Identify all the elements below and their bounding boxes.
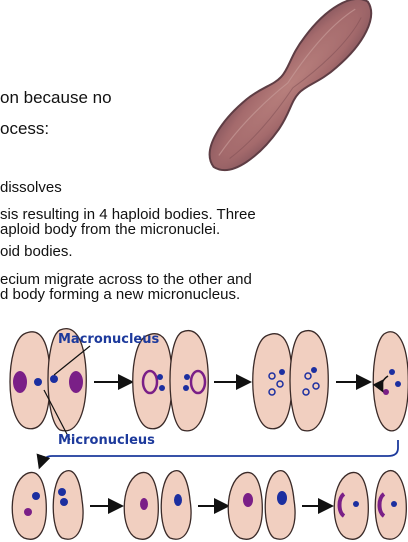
stage-8-pair xyxy=(334,471,406,540)
stage-6-pair xyxy=(124,471,191,540)
stage-5-pair xyxy=(12,471,83,540)
macronucleus-label: Macronucleus xyxy=(58,332,159,347)
stage-3-pair xyxy=(253,331,329,431)
micronucleus-label: Micronucleus xyxy=(58,433,155,448)
stage-7-pair xyxy=(228,471,295,540)
stage-4-pair xyxy=(373,332,408,431)
